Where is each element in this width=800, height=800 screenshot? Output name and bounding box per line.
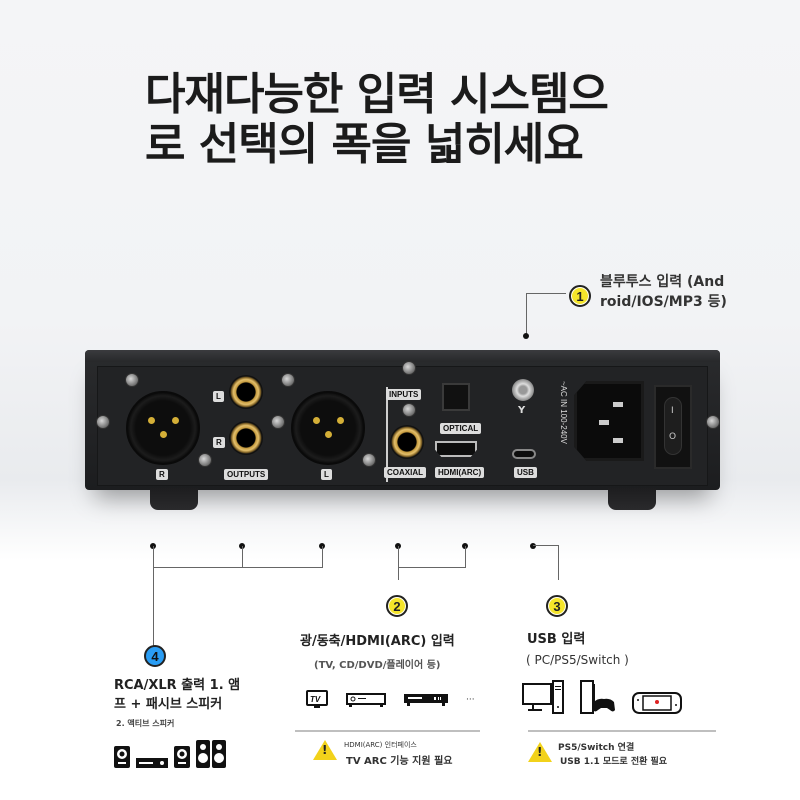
optical-coax-hdmi-subtitle: (TV, CD/DVD/플레이어 등) bbox=[314, 660, 441, 671]
headline: 다재다능한 입력 시스템으 로 선택의 폭을 넓히세요 bbox=[145, 70, 705, 170]
connector-line bbox=[465, 546, 466, 568]
warning-mark: ! bbox=[322, 743, 328, 757]
device-foot bbox=[608, 488, 656, 510]
warning-icon bbox=[313, 740, 337, 760]
connector-line bbox=[398, 546, 399, 580]
usb-note-line-2: USB 1.1 모드로 전환 필요 bbox=[560, 757, 668, 767]
hdmi-arc-input bbox=[435, 441, 477, 457]
xlr-output-right bbox=[126, 391, 200, 465]
source-devices-icons: TV ··· bbox=[306, 690, 475, 710]
connector-line bbox=[526, 293, 527, 335]
screw-icon bbox=[125, 373, 139, 387]
divider bbox=[295, 730, 480, 732]
screw-icon bbox=[281, 373, 295, 387]
power-rocker[interactable]: I O bbox=[664, 397, 682, 455]
callout-badge-3: 3 bbox=[546, 595, 568, 617]
headline-line-1: 다재다능한 입력 시스템으 bbox=[145, 69, 609, 120]
warning-mark: ! bbox=[537, 745, 543, 759]
connector-line bbox=[398, 567, 466, 568]
connector-dot bbox=[523, 333, 529, 339]
coaxial-label: COAXIAL bbox=[384, 467, 426, 478]
connector-line bbox=[526, 293, 566, 294]
outputs-title: RCA/XLR 출력 1. 앰 프 + 패시브 스피커 bbox=[114, 676, 274, 714]
connector-line bbox=[153, 567, 323, 568]
optical-coax-hdmi-title: 광/동축/HDMI(ARC) 입력 bbox=[300, 634, 455, 649]
ac-in-label: ~AC IN 100-240V bbox=[559, 381, 568, 444]
svg-text:TV: TV bbox=[310, 695, 321, 704]
ps5-console-icon bbox=[580, 680, 615, 714]
optical-label: OPTICAL bbox=[440, 423, 482, 434]
hdmi-label: HDMI(ARC) bbox=[435, 467, 485, 478]
usb-c-input bbox=[512, 449, 536, 459]
usb-title: USB 입력 bbox=[527, 632, 586, 647]
outputs-label: OUTPUTS bbox=[224, 469, 269, 480]
screw-icon bbox=[96, 415, 110, 429]
connector-dot bbox=[530, 543, 536, 549]
screw-icon bbox=[402, 361, 416, 375]
warning-icon bbox=[528, 742, 552, 762]
rca-right-label: R bbox=[213, 437, 225, 448]
outputs-title-line-1: RCA/XLR 출력 1. 앰 bbox=[114, 678, 241, 693]
antenna-icon: Y bbox=[518, 405, 526, 416]
xlr-left-label: L bbox=[321, 469, 332, 480]
hdmi-note-small: HDMI(ARC) 인터페이스 bbox=[344, 741, 417, 749]
rca-output-right bbox=[229, 421, 263, 455]
xlr-right-label: R bbox=[156, 469, 168, 480]
hdmi-note-main: TV ARC 기능 지원 필요 bbox=[346, 756, 453, 767]
coaxial-input bbox=[390, 425, 424, 459]
connector-line bbox=[533, 545, 558, 546]
device-top-edge bbox=[85, 350, 720, 362]
connector-line bbox=[558, 545, 559, 580]
panel-divider bbox=[386, 387, 388, 482]
xlr-output-left bbox=[291, 391, 365, 465]
active-speaker-icon bbox=[174, 746, 190, 768]
rca-output-left bbox=[229, 375, 263, 409]
power-off-mark: O bbox=[669, 432, 677, 442]
headline-line-2: 로 선택의 폭을 넓히세요 bbox=[145, 119, 584, 170]
tv-icon: TV bbox=[306, 690, 328, 708]
inputs-label: INPUTS bbox=[386, 389, 422, 400]
output-devices-icons bbox=[114, 740, 226, 768]
optical-input bbox=[442, 383, 470, 411]
dvd-player-icon bbox=[404, 694, 448, 706]
bluetooth-label: 블루투스 입력 (And roid/IOS/MP3 등) bbox=[600, 272, 760, 312]
bluetooth-antenna-connector bbox=[512, 379, 534, 401]
bluetooth-label-line-2: roid/IOS/MP3 등) bbox=[600, 294, 727, 310]
dac-device-rear-panel: R L R OUTPUTS L INPUTS COAXIAL OPTICAL H… bbox=[85, 350, 720, 490]
passive-speaker-icon bbox=[114, 746, 130, 768]
connector-line bbox=[322, 546, 323, 568]
usb-label: USB bbox=[514, 467, 537, 478]
rca-left-label: L bbox=[213, 391, 224, 402]
connector-line bbox=[153, 546, 154, 646]
more-devices-ellipsis: ··· bbox=[466, 695, 475, 705]
outputs-subtitle: 2. 액티브 스피커 bbox=[116, 719, 175, 728]
power-on-mark: I bbox=[671, 406, 674, 416]
screw-icon bbox=[362, 453, 376, 467]
connector-line bbox=[242, 546, 243, 568]
callout-badge-2: 2 bbox=[386, 595, 408, 617]
divider bbox=[528, 730, 716, 732]
screw-icon bbox=[706, 415, 720, 429]
power-inlet bbox=[574, 381, 644, 461]
bluetooth-label-line-1: 블루투스 입력 (And bbox=[600, 274, 725, 290]
cd-player-icon bbox=[346, 693, 386, 707]
rear-panel: R L R OUTPUTS L INPUTS COAXIAL OPTICAL H… bbox=[96, 361, 720, 486]
screw-icon bbox=[271, 415, 285, 429]
desktop-pc-icon bbox=[522, 680, 564, 714]
screw-icon bbox=[198, 453, 212, 467]
screw-icon bbox=[402, 403, 416, 417]
power-switch[interactable]: I O bbox=[654, 385, 692, 469]
usb-note-line-1: PS5/Switch 연결 bbox=[558, 743, 635, 753]
amplifier-icon bbox=[136, 758, 168, 768]
device-foot bbox=[150, 488, 198, 510]
usb-subtitle: ( PC/PS5/Switch ) bbox=[526, 653, 629, 667]
callout-badge-4: 4 bbox=[144, 645, 166, 667]
switch-console-icon bbox=[632, 692, 682, 714]
outputs-title-line-2: 프 + 패시브 스피커 bbox=[114, 697, 223, 712]
callout-badge-1: 1 bbox=[569, 285, 591, 307]
bookshelf-speakers-icon bbox=[196, 740, 226, 768]
usb-devices-icons bbox=[522, 680, 682, 714]
